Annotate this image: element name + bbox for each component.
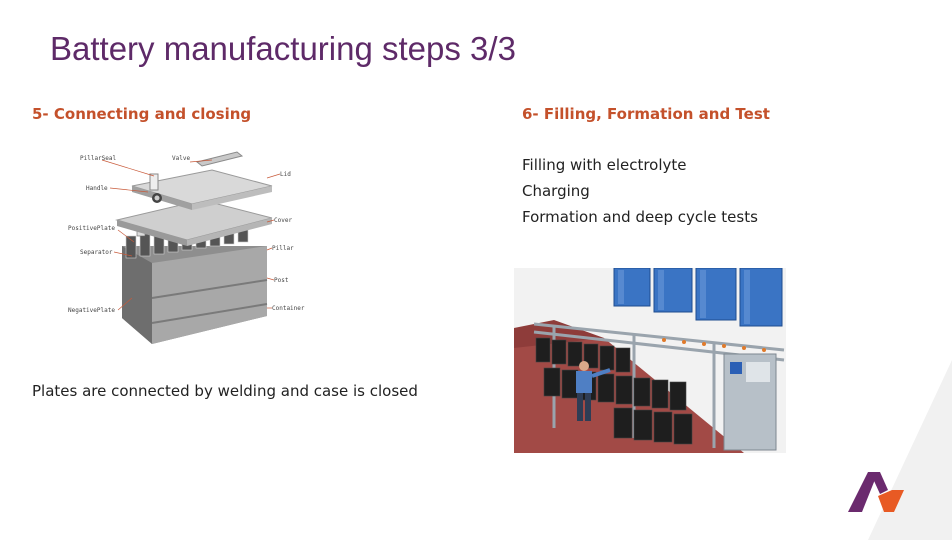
battery-exploded-diagram: PillarSeal Valve Lid Handle Cover Positi… <box>68 151 305 344</box>
brand-logo <box>848 472 904 512</box>
label-lid: Lid <box>280 171 291 178</box>
left-caption: Plates are connected by welding and case… <box>32 382 418 400</box>
label-separator: Separator <box>80 249 113 256</box>
label-post: Post <box>274 277 289 284</box>
label-valve: Valve <box>172 155 190 162</box>
list-item: Filling with electrolyte <box>522 156 687 174</box>
label-positive-plate: PositivePlate <box>68 225 115 232</box>
battery-container <box>122 246 268 344</box>
battery-handle <box>149 173 159 191</box>
slide-title: Battery manufacturing steps 3/3 <box>50 30 516 67</box>
label-container: Container <box>272 305 305 312</box>
list-item: Formation and deep cycle tests <box>522 208 758 226</box>
label-handle: Handle <box>86 185 108 192</box>
label-pillar-seal: PillarSeal <box>80 155 117 162</box>
label-negative-plate: NegativePlate <box>68 307 115 314</box>
process-steps-list: Filling with electrolyte Charging Format… <box>522 155 758 233</box>
formation-line-photo <box>514 268 786 453</box>
control-cabinet <box>723 353 777 451</box>
worker-figure <box>576 361 611 421</box>
battery-valve <box>195 151 244 167</box>
label-pillar: Pillar <box>272 245 294 252</box>
right-section-heading: 6- Filling, Formation and Test <box>522 105 770 123</box>
label-cover: Cover <box>274 217 292 224</box>
battery-rows <box>535 337 693 445</box>
battery-cover <box>115 199 273 246</box>
left-section-heading: 5- Connecting and closing <box>32 105 252 123</box>
list-item: Charging <box>522 182 590 200</box>
